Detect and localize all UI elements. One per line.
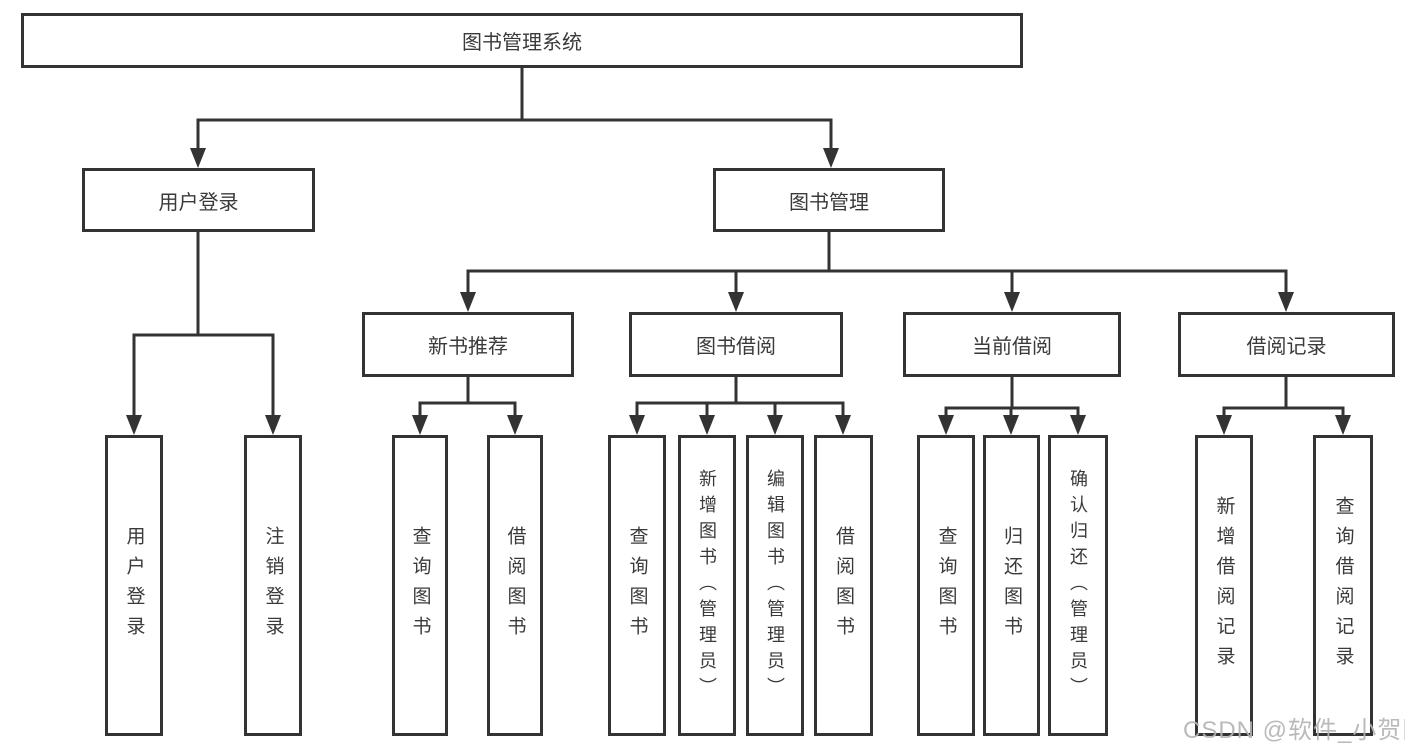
connector (190, 66, 839, 168)
arrowhead-icon (938, 415, 954, 435)
leaf-query-borrow-record: 查询借阅记录 (1313, 435, 1373, 736)
arrowhead-icon (1335, 415, 1351, 435)
leaf-borrow-books-borrowing: 借阅图书 (814, 435, 873, 736)
leaf-confirm-return-admin: 确认归还（管理员） (1048, 435, 1108, 736)
arrowhead-icon (1070, 415, 1086, 435)
arrowhead-icon (629, 415, 645, 435)
connector (412, 375, 523, 435)
arrowhead-icon (1278, 292, 1294, 312)
node-borrowing-records: 借阅记录 (1178, 312, 1395, 377)
leaf-add-borrow-record: 新增借阅记录 (1195, 435, 1253, 736)
arrowhead-icon (823, 148, 839, 168)
leaf-edit-books-admin: 编辑图书（管理员） (746, 435, 804, 736)
connector (938, 375, 1086, 435)
arrowhead-icon (835, 415, 851, 435)
arrowhead-icon (460, 292, 476, 312)
node-current-borrowing: 当前借阅 (903, 312, 1121, 377)
leaf-query-books-current: 查询图书 (917, 435, 975, 736)
node-book-management: 图书管理 (713, 168, 945, 232)
arrowhead-icon (412, 415, 428, 435)
arrowhead-icon (699, 415, 715, 435)
arrowhead-icon (1003, 415, 1019, 435)
node-book-borrowing: 图书借阅 (629, 312, 843, 377)
arrowhead-icon (1004, 292, 1020, 312)
leaf-borrow-books-recommend: 借阅图书 (487, 435, 543, 736)
leaf-add-books-admin: 新增图书（管理员） (678, 435, 736, 736)
connector (460, 230, 1294, 312)
arrowhead-icon (728, 292, 744, 312)
arrowhead-icon (190, 148, 206, 168)
arrowhead-icon (1216, 415, 1232, 435)
node-new-book-recommendation: 新书推荐 (362, 312, 574, 377)
leaf-query-books-borrowing: 查询图书 (608, 435, 666, 736)
leaf-user-login: 用户登录 (105, 435, 163, 736)
arrowhead-icon (767, 415, 783, 435)
leaf-return-books: 归还图书 (983, 435, 1040, 736)
leaf-logout: 注销登录 (244, 435, 302, 736)
node-root-library-management-system: 图书管理系统 (21, 13, 1023, 68)
node-user-login: 用户登录 (82, 168, 315, 232)
arrowhead-icon (265, 415, 281, 435)
arrowhead-icon (507, 415, 523, 435)
watermark: CSDN @软件_小贺同学 (1183, 717, 1405, 744)
connector (629, 375, 851, 435)
connector (126, 230, 281, 435)
connector (1216, 375, 1351, 435)
arrowhead-icon (126, 415, 142, 435)
leaf-query-books-recommend: 查询图书 (392, 435, 448, 736)
